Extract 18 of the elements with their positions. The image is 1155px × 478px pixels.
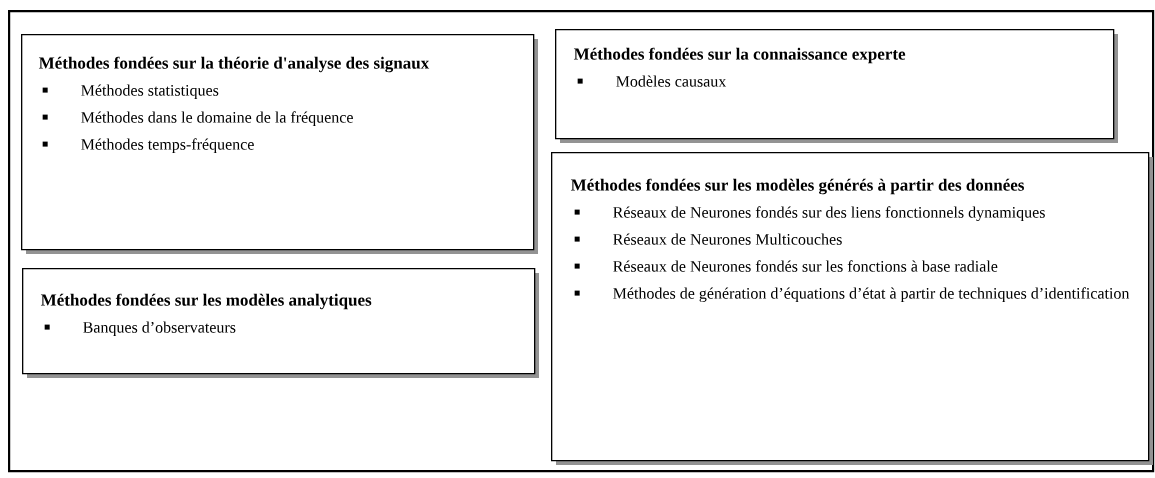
box-heading: Méthodes fondées sur les modèles analytiques [40, 293, 372, 310]
list-item: Méthodes statistiques [81, 84, 219, 99]
list-item: Méthodes temps-fréquence [81, 138, 254, 153]
method-box [555, 29, 1118, 143]
frame [8, 10, 1155, 473]
list-item: Méthodes dans le domaine de la fréquence [81, 111, 353, 126]
list-item: Réseaux de Neurones fondés sur des liens fonctionnels dynamiques [613, 206, 1045, 222]
box-heading: Méthodes fondées sur la théorie d'analyse des signaux [38, 56, 430, 73]
list-item: Modèles causaux [616, 75, 727, 87]
box-heading: Méthodes fondées sur les modèles générés à partir des données [570, 178, 1024, 195]
list-item: Réseaux de Neurones Multicouches [613, 233, 842, 245]
method-box [551, 152, 1153, 465]
list-item: Réseaux de Neurones fondés sur les fonctions à base radiale [613, 260, 998, 272]
list-item: Banques d’observateurs [83, 321, 236, 336]
box-heading: Méthodes fondées sur la connaissance experte [573, 47, 906, 64]
method-box [22, 268, 539, 378]
list-item: Méthodes de génération d’équations d’état à partir de techniques d’identification [613, 287, 1130, 303]
method-box [21, 34, 538, 254]
